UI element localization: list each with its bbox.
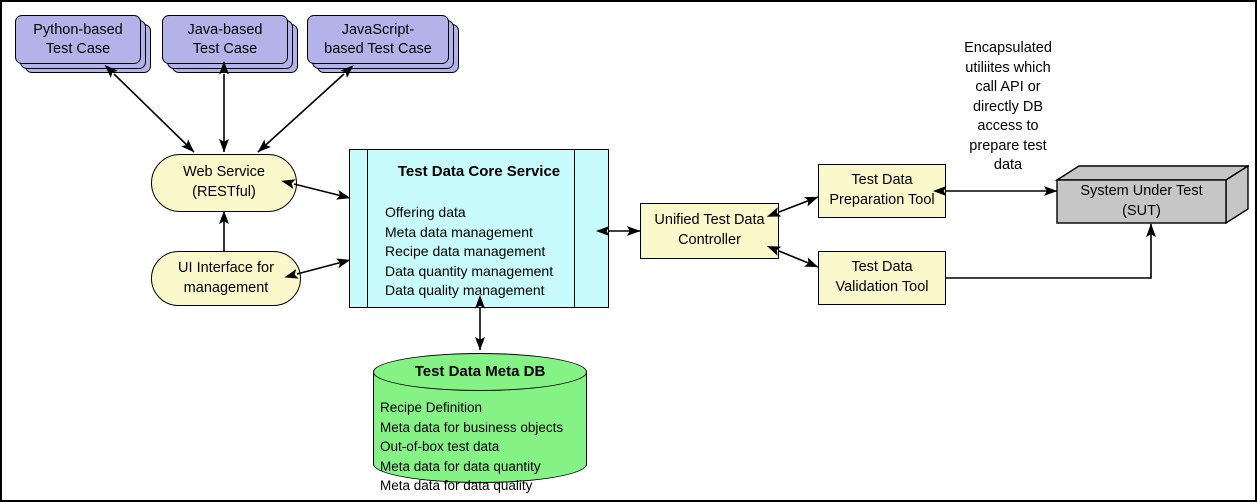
test-case-python[interactable]: Python-based Test Case [15, 15, 151, 73]
ui-interface-line1: UI Interface for [178, 259, 274, 276]
core-service-item: Recipe data management [385, 243, 546, 259]
ui-interface-line2: management [183, 279, 269, 296]
meta-db-title: Test Data Meta DB [414, 363, 546, 380]
edge-controller-validation [766, 246, 819, 268]
core-service-title: Test Data Core Service [397, 163, 561, 180]
core-service-item: Meta data management [385, 223, 533, 240]
annotation-line: directly DB [972, 98, 1044, 115]
cylinder-top [373, 353, 587, 391]
stack-layer-front [15, 15, 141, 64]
edge-ui-core [284, 258, 351, 279]
annotation-line: call API or [975, 79, 1041, 95]
meta-db-item: Meta data for data quantity [380, 458, 541, 474]
component-rail-right [574, 150, 575, 307]
validation-tool-line1: Test Data [851, 259, 913, 276]
web-service-node[interactable]: Web Service (RESTful) [151, 154, 297, 212]
test-case-java[interactable]: Java-based Test Case [162, 15, 298, 73]
edge-python-webservice [104, 64, 195, 153]
web-service-line1: Web Service [183, 164, 265, 181]
sut-line1: System Under Test [1080, 182, 1203, 199]
edge-controller-preparation [766, 196, 819, 217]
annotation-line: utiliites which [965, 59, 1051, 76]
test-case-javascript-label: JavaScript- based Test Case [307, 15, 449, 64]
annotation-line: prepare test [969, 137, 1047, 154]
controller-line2: Controller [678, 232, 741, 248]
edge-javascript-webservice [257, 65, 354, 153]
system-under-test-node[interactable]: System Under Test (SUT) [1051, 165, 1249, 227]
test-data-core-service-node[interactable]: Test Data Core Service Offering data Met… [349, 149, 609, 308]
test-case-java-line2: Test Case [192, 40, 258, 57]
test-data-validation-tool-node[interactable]: Test Data Validation Tool [818, 251, 946, 305]
edge-webservice-core [281, 179, 351, 200]
test-case-javascript[interactable]: JavaScript- based Test Case [307, 15, 459, 73]
core-service-item: Data quantity management [385, 262, 554, 279]
web-service-line2: (RESTful) [192, 184, 256, 200]
test-case-python-label: Python-based Test Case [15, 15, 141, 64]
test-case-javascript-line2: based Test Case [324, 40, 432, 57]
edge-validation-sut [946, 223, 1156, 279]
annotation-line: Encapsulated [964, 40, 1052, 56]
component-rail-left [367, 150, 368, 307]
test-case-python-line1: Python-based [33, 21, 123, 38]
annotation-line: access to [977, 118, 1039, 134]
controller-line1: Unified Test Data [654, 212, 765, 229]
meta-db-item: Recipe Definition [380, 400, 483, 415]
core-service-items: Offering data Meta data management Recip… [385, 203, 553, 301]
stack-layer-front [307, 15, 449, 64]
sut-line2: (SUT) [1122, 202, 1161, 219]
test-case-python-line2: Test Case [45, 40, 111, 57]
ui-interface-node[interactable]: UI Interface for management [151, 251, 301, 306]
preparation-tool-line1: Test Data [851, 172, 913, 189]
core-service-item: Offering data [385, 204, 466, 220]
test-case-java-line1: Java-based [187, 21, 263, 38]
stack-layer-front [162, 15, 288, 64]
test-data-preparation-tool-node[interactable]: Test Data Preparation Tool [818, 164, 946, 218]
meta-db-items: Recipe Definition Meta data for business… [380, 398, 563, 496]
test-case-javascript-line1: JavaScript- [341, 21, 415, 38]
sut-label: System Under Test (SUT) [1057, 180, 1226, 223]
meta-db-item: Meta data for data quality [380, 478, 533, 493]
preparation-tool-line2: Preparation Tool [829, 192, 935, 208]
core-service-item: Data quality management [385, 282, 545, 298]
annotation-line: data [993, 157, 1023, 173]
meta-db-item: Out-of-box test data [380, 439, 500, 454]
meta-db-item: Meta data for business objects [380, 419, 564, 435]
test-data-meta-db-node[interactable]: Test Data Meta DB Recipe Definition Meta… [373, 353, 587, 493]
unified-test-data-controller-node[interactable]: Unified Test Data Controller [640, 203, 779, 259]
validation-tool-line2: Validation Tool [835, 279, 929, 295]
encapsulated-utilities-annotation: Encapsulated utiliites which call API or… [932, 39, 1084, 176]
sut-3d-shape [1054, 165, 1249, 225]
test-case-java-label: Java-based Test Case [162, 15, 288, 64]
